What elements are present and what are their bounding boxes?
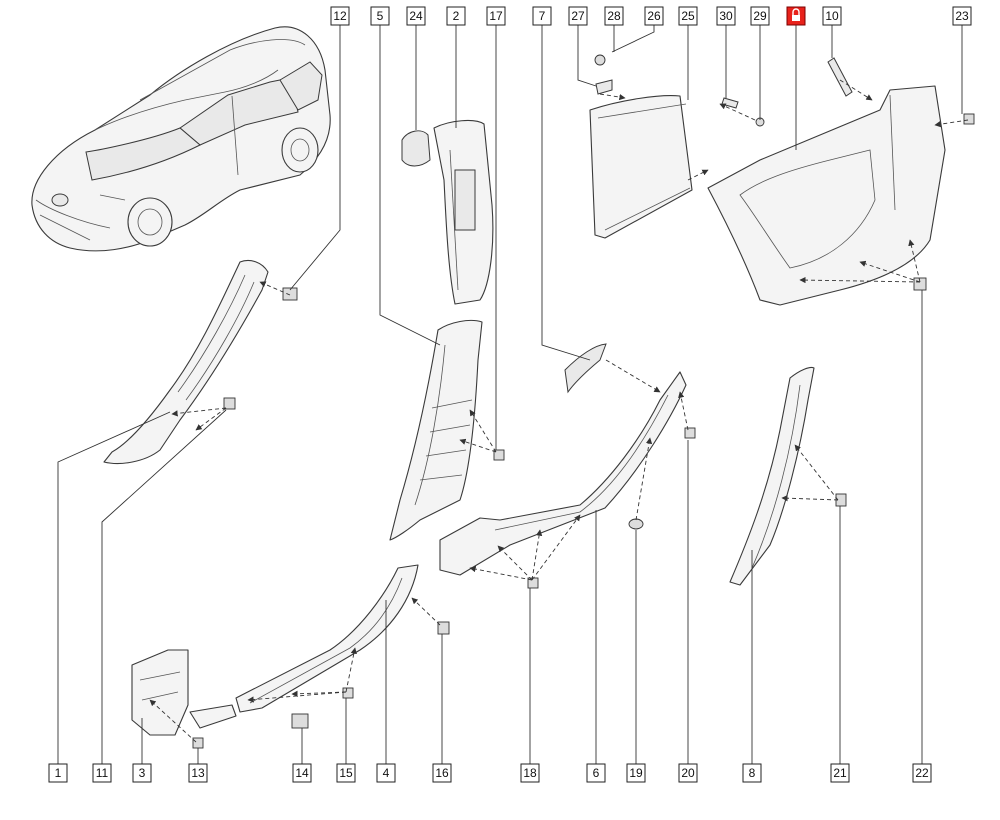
- callout-top-box: [678, 6, 698, 26]
- callout-top-label: 12: [333, 9, 347, 23]
- callout-top-box: [568, 6, 588, 26]
- callout-top-label: 27: [571, 9, 585, 23]
- callout-bottom-label: 4: [383, 766, 390, 780]
- callout-top-box: [644, 6, 664, 26]
- callout-top-box: [750, 6, 770, 26]
- part-2-b-pillar-upper-trim: [401, 119, 494, 305]
- callout-bottom-box: [292, 763, 312, 783]
- callout-top-label: 17: [489, 9, 503, 23]
- callout-bottom-box: [432, 763, 452, 783]
- callout-bottom-label: 13: [191, 766, 205, 780]
- assembly-arrows: [149, 79, 969, 743]
- callout-top-box: [486, 6, 506, 26]
- part-6-rear-sill-trim: [439, 343, 696, 589]
- part-8-c-pillar-trim: [729, 366, 847, 586]
- part-3-lower-bracket: [131, 649, 204, 749]
- lock-icon: [792, 8, 800, 21]
- callout-bottom-label: 3: [139, 766, 146, 780]
- callout-bottom-box: [188, 763, 208, 783]
- callout-bottom-box: [520, 763, 540, 783]
- callout-bottom-box: [92, 763, 112, 783]
- callout-top-label: 10: [825, 9, 839, 23]
- part-5-b-pillar-lower-trim: [389, 319, 505, 541]
- callout-bottom-box: [742, 763, 762, 783]
- callout-bottom-label: 11: [96, 766, 109, 780]
- callout-top-label: 5: [377, 9, 384, 23]
- callout-top-label: 7: [539, 9, 546, 23]
- leader-lines: [57, 25, 963, 765]
- callout-top-box: [604, 6, 624, 26]
- callout-top-box: [822, 6, 842, 26]
- callout-top-label: 28: [607, 9, 621, 23]
- callout-top-box: [330, 6, 350, 26]
- callout-top-label: 25: [681, 9, 695, 23]
- callout-bottom-box: [586, 763, 606, 783]
- callout-top-box: [532, 6, 552, 26]
- part-25-sunshade-panel: [589, 54, 693, 239]
- callout-bottom-label: 20: [681, 766, 695, 780]
- callout-top-label: 23: [955, 9, 969, 23]
- callout-bottom-label: 19: [629, 766, 643, 780]
- callout-top-box: [952, 6, 972, 26]
- callout-top-label: 30: [719, 9, 733, 23]
- callout-bottom-box: [376, 763, 396, 783]
- callout-bottom-box: [336, 763, 356, 783]
- callout-bottom-label: 14: [295, 766, 309, 780]
- callout-bottom-label: 21: [833, 766, 847, 780]
- callout-bottom-label: 8: [749, 766, 756, 780]
- callout-bottom-box: [626, 763, 646, 783]
- callout-top-box: [716, 6, 736, 26]
- callout-top-box: [406, 6, 426, 26]
- top-callout-row: 12 5 24 2 17 7 27 28 26 25 30 29 10 23: [330, 6, 972, 26]
- callout-top-label: 26: [647, 9, 661, 23]
- callout-top-label: 2: [453, 9, 460, 23]
- callout-bottom-box: [132, 763, 152, 783]
- vehicle-illustration: [31, 26, 331, 252]
- callout-top-label: 24: [409, 9, 423, 23]
- callout-bottom-box: [830, 763, 850, 783]
- part-4-front-sill-trim: [189, 564, 450, 729]
- callout-bottom-box: [48, 763, 68, 783]
- part-highlight-rear-quarter-panel: [707, 57, 975, 306]
- callout-top-label: 29: [753, 9, 767, 23]
- callout-top-box: [446, 6, 466, 26]
- callout-bottom-label: 15: [339, 766, 353, 780]
- callout-bottom-label: 22: [915, 766, 929, 780]
- callout-bottom-label: 6: [593, 766, 600, 780]
- callout-bottom-label: 16: [435, 766, 449, 780]
- callout-bottom-box: [678, 763, 698, 783]
- callout-bottom-box: [912, 763, 932, 783]
- callout-bottom-label: 1: [55, 766, 62, 780]
- callout-top-box: [370, 6, 390, 26]
- callout-bottom-label: 18: [523, 766, 537, 780]
